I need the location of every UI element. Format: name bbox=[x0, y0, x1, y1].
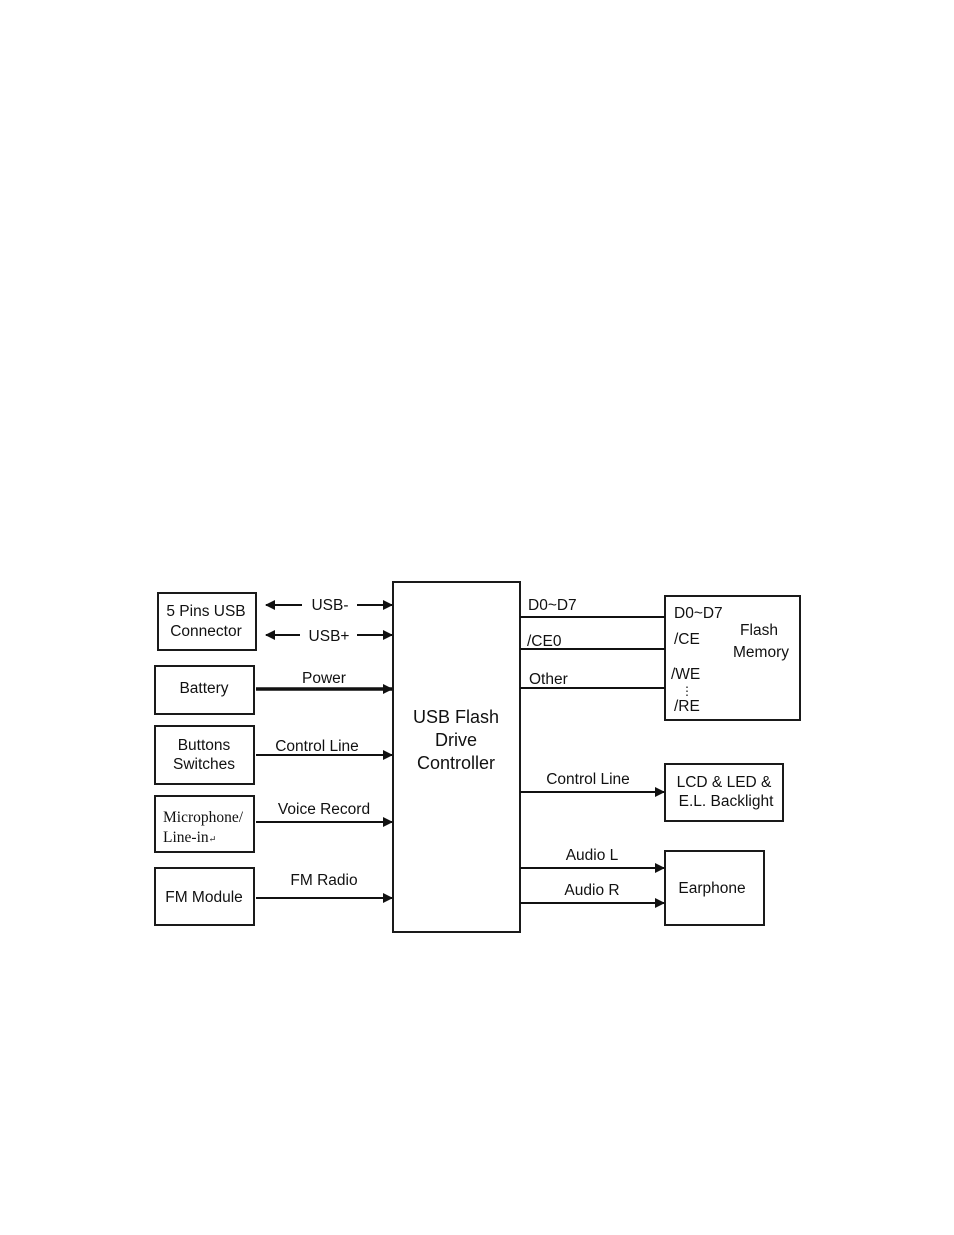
d0-d7-label: D0~D7 bbox=[528, 597, 577, 614]
usb-plus-connection: USB+ bbox=[266, 628, 392, 645]
earphone-label: Earphone bbox=[678, 880, 745, 897]
control-line-out-connection: Control Line bbox=[520, 771, 664, 792]
lcd-block: LCD & LED & E.L. Backlight bbox=[665, 764, 783, 821]
ce0-label: /CE0 bbox=[527, 633, 562, 650]
control-line-out-label: Control Line bbox=[546, 771, 630, 788]
flash-memory-block: D0~D7 /CE /WE ⋮ /RE Flash Memory bbox=[665, 596, 800, 720]
controller-line3: Controller bbox=[417, 753, 495, 773]
usb-connector-line2: Connector bbox=[170, 623, 242, 640]
usb-connector-line1: 5 Pins USB bbox=[166, 603, 245, 620]
flash-pin-we: /WE bbox=[671, 666, 700, 683]
flash-pin-ellipsis: ⋮ bbox=[681, 684, 693, 698]
power-connection: Power bbox=[256, 670, 392, 689]
controller-block: USB Flash Drive Controller bbox=[393, 582, 520, 932]
microphone-block: Microphone/ Line-in↵ bbox=[155, 796, 254, 852]
controller-line2: Drive bbox=[435, 730, 477, 750]
battery-label: Battery bbox=[179, 680, 228, 697]
d0-d7-bus: D0~D7 bbox=[520, 597, 665, 617]
other-label: Other bbox=[529, 671, 568, 688]
ce0-line: /CE0 bbox=[520, 633, 665, 650]
buttons-line1: Buttons bbox=[178, 737, 231, 754]
buttons-line2: Switches bbox=[173, 756, 235, 773]
microphone-line2: Line-in bbox=[163, 829, 209, 846]
usb-plus-label: USB+ bbox=[309, 628, 350, 645]
voice-record-label: Voice Record bbox=[278, 801, 370, 818]
microphone-line1: Microphone/ bbox=[163, 809, 244, 826]
fm-module-block: FM Module bbox=[155, 868, 254, 925]
usb-connector-block: 5 Pins USB Connector bbox=[158, 593, 256, 650]
buttons-switches-block: Buttons Switches bbox=[155, 726, 254, 784]
controller-line1: USB Flash bbox=[413, 707, 499, 727]
usb-minus-connection: USB- bbox=[266, 597, 392, 614]
audio-l-label: Audio L bbox=[566, 847, 619, 864]
control-line-in-label: Control Line bbox=[275, 738, 359, 755]
control-line-in-connection: Control Line bbox=[256, 738, 392, 755]
other-line: Other bbox=[520, 671, 665, 688]
fm-radio-label: FM Radio bbox=[290, 872, 357, 889]
voice-record-connection: Voice Record bbox=[256, 801, 392, 822]
audio-r-label: Audio R bbox=[564, 882, 619, 899]
return-mark: ↵ bbox=[209, 834, 217, 844]
flash-title-line2: Memory bbox=[733, 644, 789, 661]
fm-module-label: FM Module bbox=[165, 889, 243, 906]
power-label: Power bbox=[302, 670, 346, 687]
usb-minus-label: USB- bbox=[311, 597, 348, 614]
audio-r-connection: Audio R bbox=[520, 882, 664, 903]
flash-pin-ce: /CE bbox=[674, 631, 700, 648]
battery-block: Battery bbox=[155, 666, 254, 714]
flash-pin-re: /RE bbox=[674, 698, 700, 715]
earphone-block: Earphone bbox=[665, 851, 764, 925]
flash-title-line1: Flash bbox=[740, 622, 778, 639]
fm-radio-connection: FM Radio bbox=[256, 872, 392, 898]
lcd-line2: E.L. Backlight bbox=[679, 793, 774, 810]
flash-pin-d0-d7: D0~D7 bbox=[674, 605, 723, 622]
lcd-line1: LCD & LED & bbox=[677, 774, 772, 791]
audio-l-connection: Audio L bbox=[520, 847, 664, 868]
svg-text:Line-in↵: Line-in↵ bbox=[163, 829, 216, 846]
